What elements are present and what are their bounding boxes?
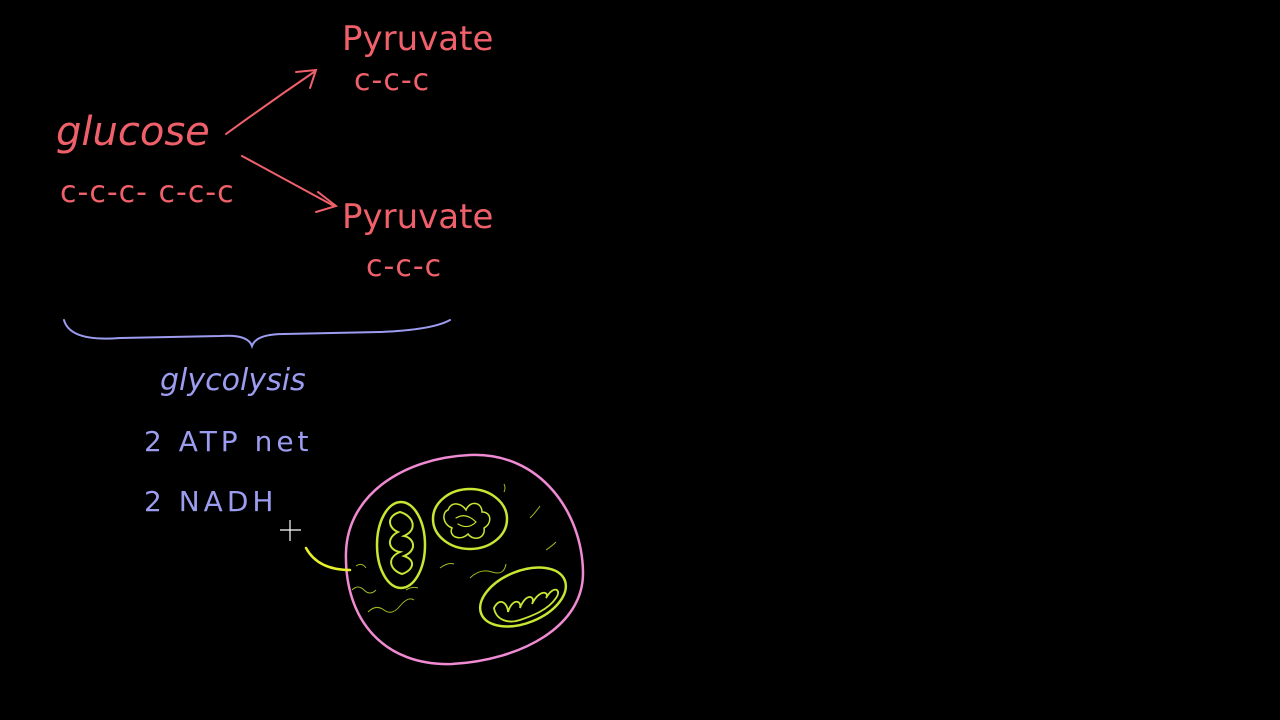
pyruvate-bottom-carbon-chain: c-c-c bbox=[366, 249, 443, 284]
pyruvate-top-carbon-chain: c-c-c bbox=[354, 63, 431, 98]
cell-membrane bbox=[344, 453, 585, 666]
cytoplasm-squiggles bbox=[351, 483, 557, 613]
pointer-arrow bbox=[304, 546, 352, 572]
arrow-to-top-pyruvate bbox=[225, 68, 318, 135]
arrow-to-bottom-pyruvate bbox=[241, 155, 339, 213]
nadh-label: 2 NADH bbox=[144, 485, 278, 518]
crosshair-cursor-icon bbox=[280, 520, 301, 541]
mitochondrion-left bbox=[375, 500, 427, 590]
pyruvate-bottom-label: Pyruvate bbox=[342, 197, 494, 237]
glycolysis-brace bbox=[63, 319, 451, 350]
pyruvate-top-label: Pyruvate bbox=[342, 19, 494, 59]
glucose-carbon-chain: c-c-c- c-c-c bbox=[60, 175, 235, 210]
glycolysis-label: glycolysis bbox=[160, 363, 306, 398]
mitochondrion-top bbox=[431, 487, 509, 551]
mitochondrion-bottom bbox=[478, 566, 568, 628]
atp-net-label: 2 ATP net bbox=[144, 425, 313, 458]
glucose-label: glucose bbox=[56, 109, 210, 155]
